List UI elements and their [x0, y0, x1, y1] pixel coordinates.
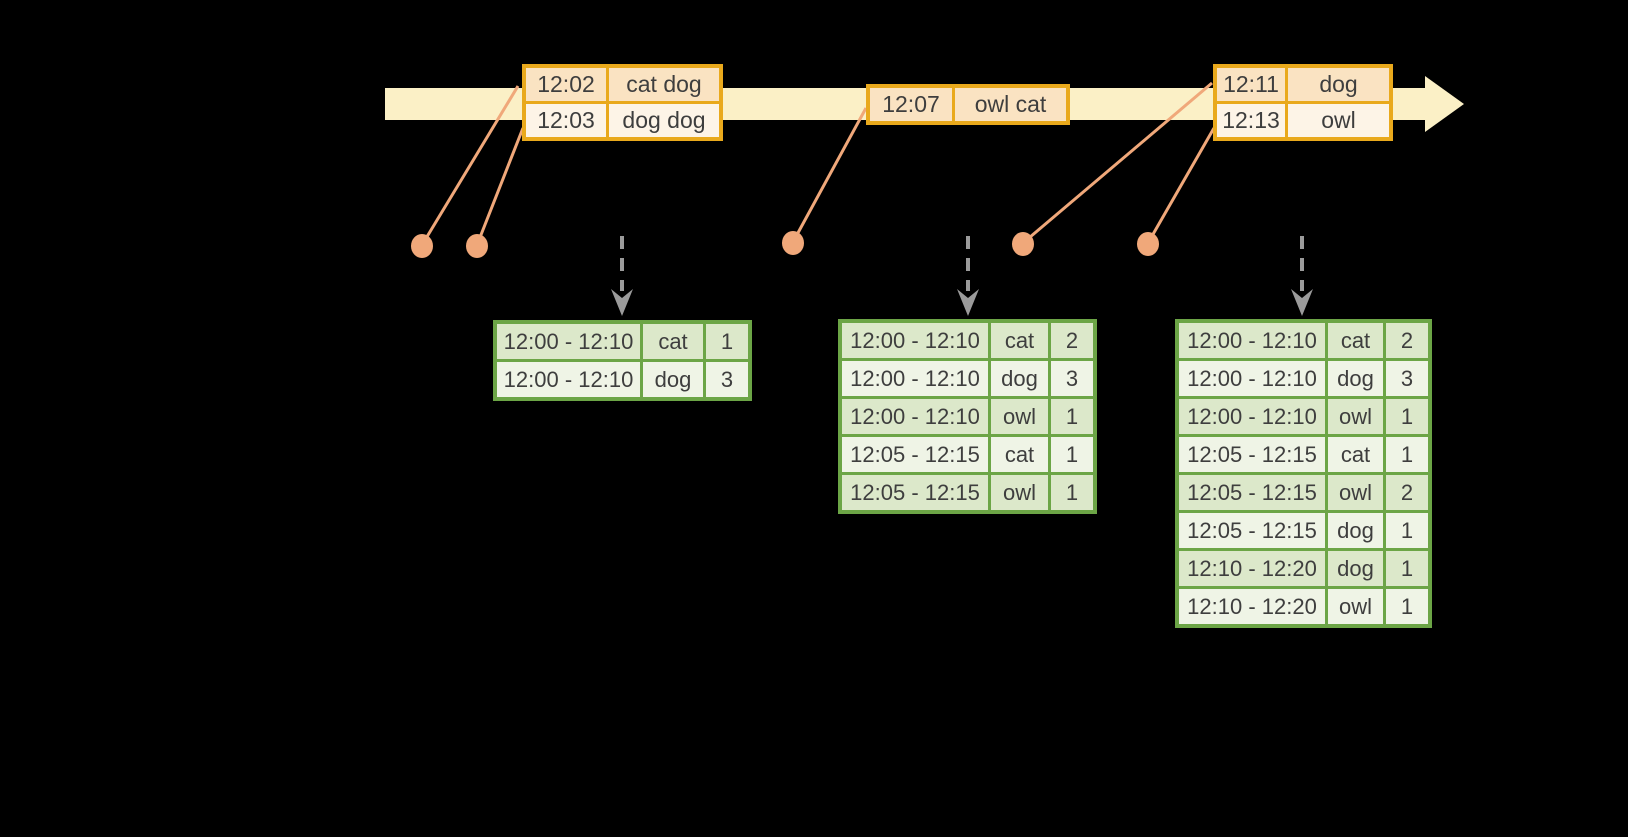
table-cell: 12:00 - 12:10 — [497, 362, 640, 397]
table-cell: cat — [1328, 323, 1383, 358]
table-cell: dog dog — [609, 104, 719, 137]
table-cell: 12:00 - 12:10 — [842, 399, 988, 434]
table-cell: 12:00 - 12:10 — [842, 361, 988, 396]
table-cell: 1 — [1386, 551, 1428, 586]
event-dot — [466, 234, 488, 258]
table-cell: 2 — [1386, 323, 1428, 358]
event-connector-line — [1022, 81, 1213, 245]
table-cell: 2 — [1386, 475, 1428, 510]
table-cell: 12:07 — [870, 88, 952, 121]
table-cell: 12:03 — [526, 104, 606, 137]
table-cell: 12:00 - 12:10 — [497, 324, 640, 359]
table-cell: dog — [1328, 513, 1383, 548]
event-dot — [411, 234, 433, 258]
table-cell: 12:11 — [1217, 68, 1285, 101]
table-cell: owl — [1288, 104, 1389, 137]
table-cell: cat — [991, 437, 1048, 472]
table-cell: owl — [1328, 589, 1383, 624]
arrow-down-icon — [1291, 289, 1313, 316]
table-cell: 12:00 - 12:10 — [842, 323, 988, 358]
table-cell: 1 — [1051, 437, 1093, 472]
table-cell: dog — [1328, 361, 1383, 396]
table-cell: 12:00 - 12:10 — [1179, 323, 1325, 358]
table-cell: 12:05 - 12:15 — [842, 475, 988, 510]
table-cell: 1 — [1386, 437, 1428, 472]
table-cell: 12:10 - 12:20 — [1179, 551, 1325, 586]
table-cell: 12:10 - 12:20 — [1179, 589, 1325, 624]
event-connectors — [420, 81, 1216, 246]
table-cell: 1 — [1386, 399, 1428, 434]
table-cell: dog — [1328, 551, 1383, 586]
table-cell: 1 — [1386, 513, 1428, 548]
arrow-down-icon — [957, 289, 979, 316]
table-cell: 12:05 - 12:15 — [842, 437, 988, 472]
table-cell: 12:05 - 12:15 — [1179, 513, 1325, 548]
table-cell: 1 — [1051, 475, 1093, 510]
table-cell: 12:05 - 12:15 — [1179, 475, 1325, 510]
table-cell: 1 — [1386, 589, 1428, 624]
table-cell: 2 — [1051, 323, 1093, 358]
table-cell: 12:00 - 12:10 — [1179, 399, 1325, 434]
table-cell: dog — [1288, 68, 1389, 101]
table-cell: owl — [1328, 475, 1383, 510]
table-cell: 3 — [1386, 361, 1428, 396]
table-cell: dog — [643, 362, 703, 397]
event-dot — [1137, 232, 1159, 256]
table-cell: cat — [643, 324, 703, 359]
table-cell: 12:02 — [526, 68, 606, 101]
table-cell: 12:05 - 12:15 — [1179, 437, 1325, 472]
table-cell: 1 — [706, 324, 748, 359]
trigger-arrows — [611, 236, 1313, 316]
table-cell: cat — [991, 323, 1048, 358]
table-cell: owl — [991, 399, 1048, 434]
event-connector-line — [1146, 127, 1216, 244]
event-connector-line — [791, 107, 868, 243]
table-cell: 1 — [1051, 399, 1093, 434]
table-cell: 3 — [1051, 361, 1093, 396]
event-connector-line — [475, 127, 525, 246]
table-cell: 12:13 — [1217, 104, 1285, 137]
table-cell: owl — [991, 475, 1048, 510]
event-dot — [782, 231, 804, 255]
timeline-arrowhead-icon — [1425, 76, 1464, 132]
event-dot — [1012, 232, 1034, 256]
table-cell: 12:00 - 12:10 — [1179, 361, 1325, 396]
table-cell: 3 — [706, 362, 748, 397]
table-cell: cat dog — [609, 68, 719, 101]
table-cell: cat — [1328, 437, 1383, 472]
table-cell: owl cat — [955, 88, 1066, 121]
arrow-down-icon — [611, 289, 633, 316]
event-dots — [411, 231, 1159, 258]
table-cell: dog — [991, 361, 1048, 396]
table-cell: owl — [1328, 399, 1383, 434]
event-connector-line — [420, 85, 520, 246]
